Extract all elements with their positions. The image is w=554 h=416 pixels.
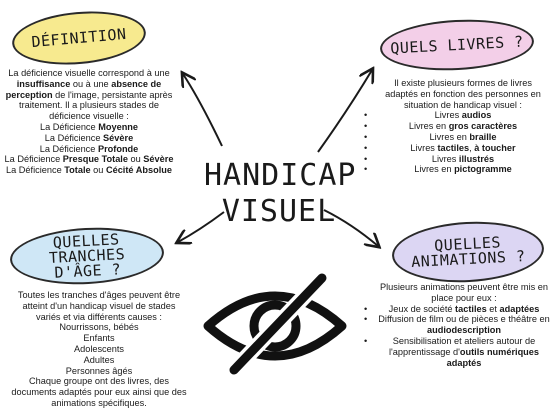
list-item: Adolescents xyxy=(10,344,188,355)
list-item: La Déficience Totale ou Cécité Absolue xyxy=(4,165,174,176)
ages-intro: Toutes les tranches d'âges peuvent être … xyxy=(17,290,181,322)
list-item: La Déficience Profonde xyxy=(4,144,174,155)
livres-intro: Il existe plusieurs formes de livres ada… xyxy=(385,78,541,110)
list-item: Livres en pictogramme xyxy=(364,164,548,175)
arrow-to-ages xyxy=(178,211,225,242)
list-item: Diffusion de film ou de pièces e théâtre… xyxy=(364,314,550,336)
list-item: Nourrissons, bébés xyxy=(10,322,188,333)
list-item: Livres tactiles, à toucher xyxy=(364,143,548,154)
list-item: Adultes xyxy=(10,355,188,366)
list-item: Livres en braille xyxy=(364,132,548,143)
livres-text: Il existe plusieurs formes de livres ada… xyxy=(364,78,548,175)
arrow-to-animations xyxy=(323,209,378,246)
list-item: La Déficience Sévère xyxy=(4,133,174,144)
animations-intro: Plusieurs animations peuvent être mis en… xyxy=(379,282,548,303)
list-item: Personnes âgés xyxy=(10,366,188,377)
animations-text: Plusieurs animations peuvent être mis en… xyxy=(364,282,550,369)
ages-list: Nourrissons, bébés Enfants Adolescents A… xyxy=(10,322,188,376)
list-item: La Déficience Presque Totale ou Sévère xyxy=(4,154,174,165)
list-item: Livres illustrés xyxy=(364,154,548,165)
animations-list: Jeux de société tactiles et adaptées Dif… xyxy=(364,304,550,369)
definition-list: La Déficience Moyenne La Déficience Sévè… xyxy=(4,122,174,176)
definition-text: La déficience visuelle correspond à une … xyxy=(4,68,174,176)
ages-outro: Chaque groupe ont des livres, des docume… xyxy=(11,376,187,408)
list-item: Jeux de société tactiles et adaptées xyxy=(364,304,550,315)
center-title: HANDICAP VISUEL xyxy=(204,158,357,229)
definition-title: DÉFINITION xyxy=(30,24,128,51)
list-item: La Déficience Moyenne xyxy=(4,122,174,133)
arrow-to-livres xyxy=(317,70,372,153)
livres-title: QUELS LIVRES ? xyxy=(389,32,525,57)
arrow-to-definition xyxy=(183,74,223,147)
eye-slash-icon xyxy=(203,270,347,378)
livres-list: Livres audios Livres en gros caractères … xyxy=(364,110,548,175)
ages-text: Toutes les tranches d'âges peuvent être … xyxy=(10,290,188,409)
list-item: Livres audios xyxy=(364,110,548,121)
list-item: Sensibilisation et ateliers autour de l'… xyxy=(364,336,550,368)
list-item: Livres en gros caractères xyxy=(364,121,548,132)
list-item: Enfants xyxy=(10,333,188,344)
definition-intro: La déficience visuelle correspond à une … xyxy=(5,68,173,122)
